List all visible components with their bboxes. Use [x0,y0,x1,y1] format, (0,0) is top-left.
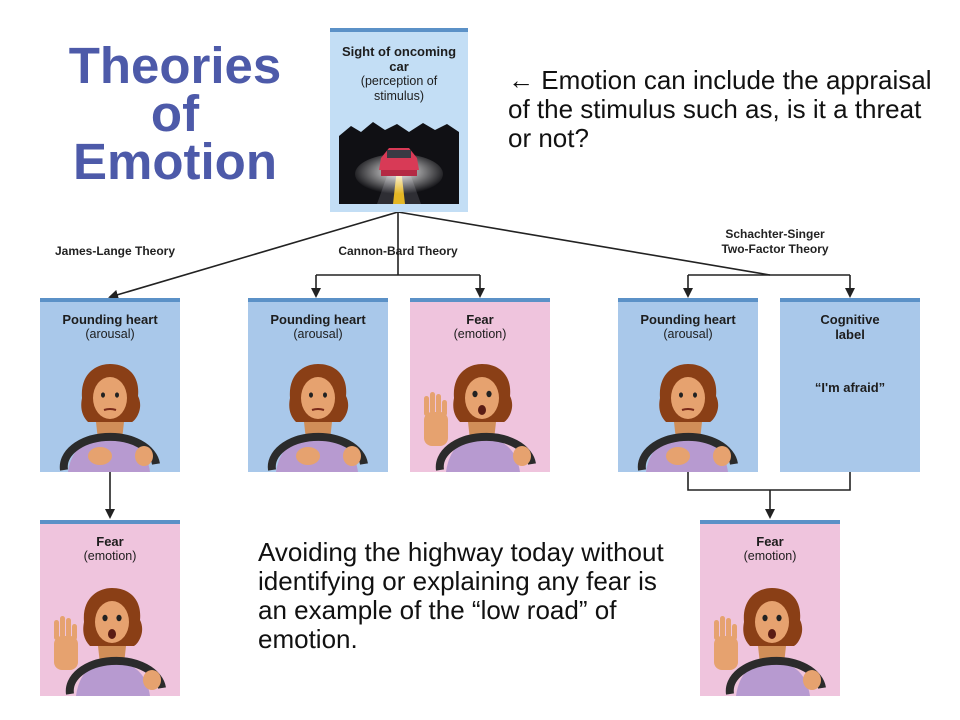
cannon-bard-label: Cannon-Bard Theory [318,244,478,259]
fear-subtitle: (emotion) [700,549,840,564]
cognitive-label-panel: Cognitive label “I'm afraid” [780,298,920,472]
james-lange-emotion-panel: Fear (emotion) [40,520,180,696]
arousal-title: Pounding heart [40,312,180,327]
arousal-subtitle: (arousal) [248,327,388,342]
fear-title: Fear [700,534,840,549]
oncoming-car-illustration [339,118,459,204]
james-lange-label: James-Lange Theory [30,244,200,259]
frightened-woman-figure [700,576,840,696]
schachter-merge-lines [688,472,850,490]
schachter-emotion-panel: Fear (emotion) [700,520,840,696]
fear-title: Fear [410,312,550,327]
james-lange-arousal-panel: Pounding heart (arousal) [40,298,180,472]
fear-subtitle: (emotion) [40,549,180,564]
schachter-singer-label: Schachter-Singer Two-Factor Theory [690,227,860,257]
cannon-bard-emotion-panel: Fear (emotion) [410,298,550,472]
woman-driving-figure [40,352,180,472]
schachter-label-line-1: Schachter-Singer [690,227,860,242]
arousal-subtitle: (arousal) [40,327,180,342]
fear-title: Fear [40,534,180,549]
stimulus-panel: Sight of oncoming car (perception of sti… [330,28,468,212]
frightened-woman-figure [410,352,550,472]
cognitive-label-quote: “I'm afraid” [780,380,920,395]
arousal-subtitle: (arousal) [618,327,758,342]
woman-driving-figure [618,352,758,472]
woman-driving-figure [248,352,388,472]
schachter-label-line-2: Two-Factor Theory [690,242,860,257]
schachter-arousal-panel: Pounding heart (arousal) [618,298,758,472]
cognitive-label-title: Cognitive label [780,312,920,342]
stimulus-title: Sight of oncoming car [330,44,468,74]
arousal-title: Pounding heart [248,312,388,327]
frightened-woman-figure [40,576,180,696]
stimulus-subtitle: (perception of stimulus) [330,74,468,104]
fear-subtitle: (emotion) [410,327,550,342]
arousal-title: Pounding heart [618,312,758,327]
cannon-bard-arousal-panel: Pounding heart (arousal) [248,298,388,472]
